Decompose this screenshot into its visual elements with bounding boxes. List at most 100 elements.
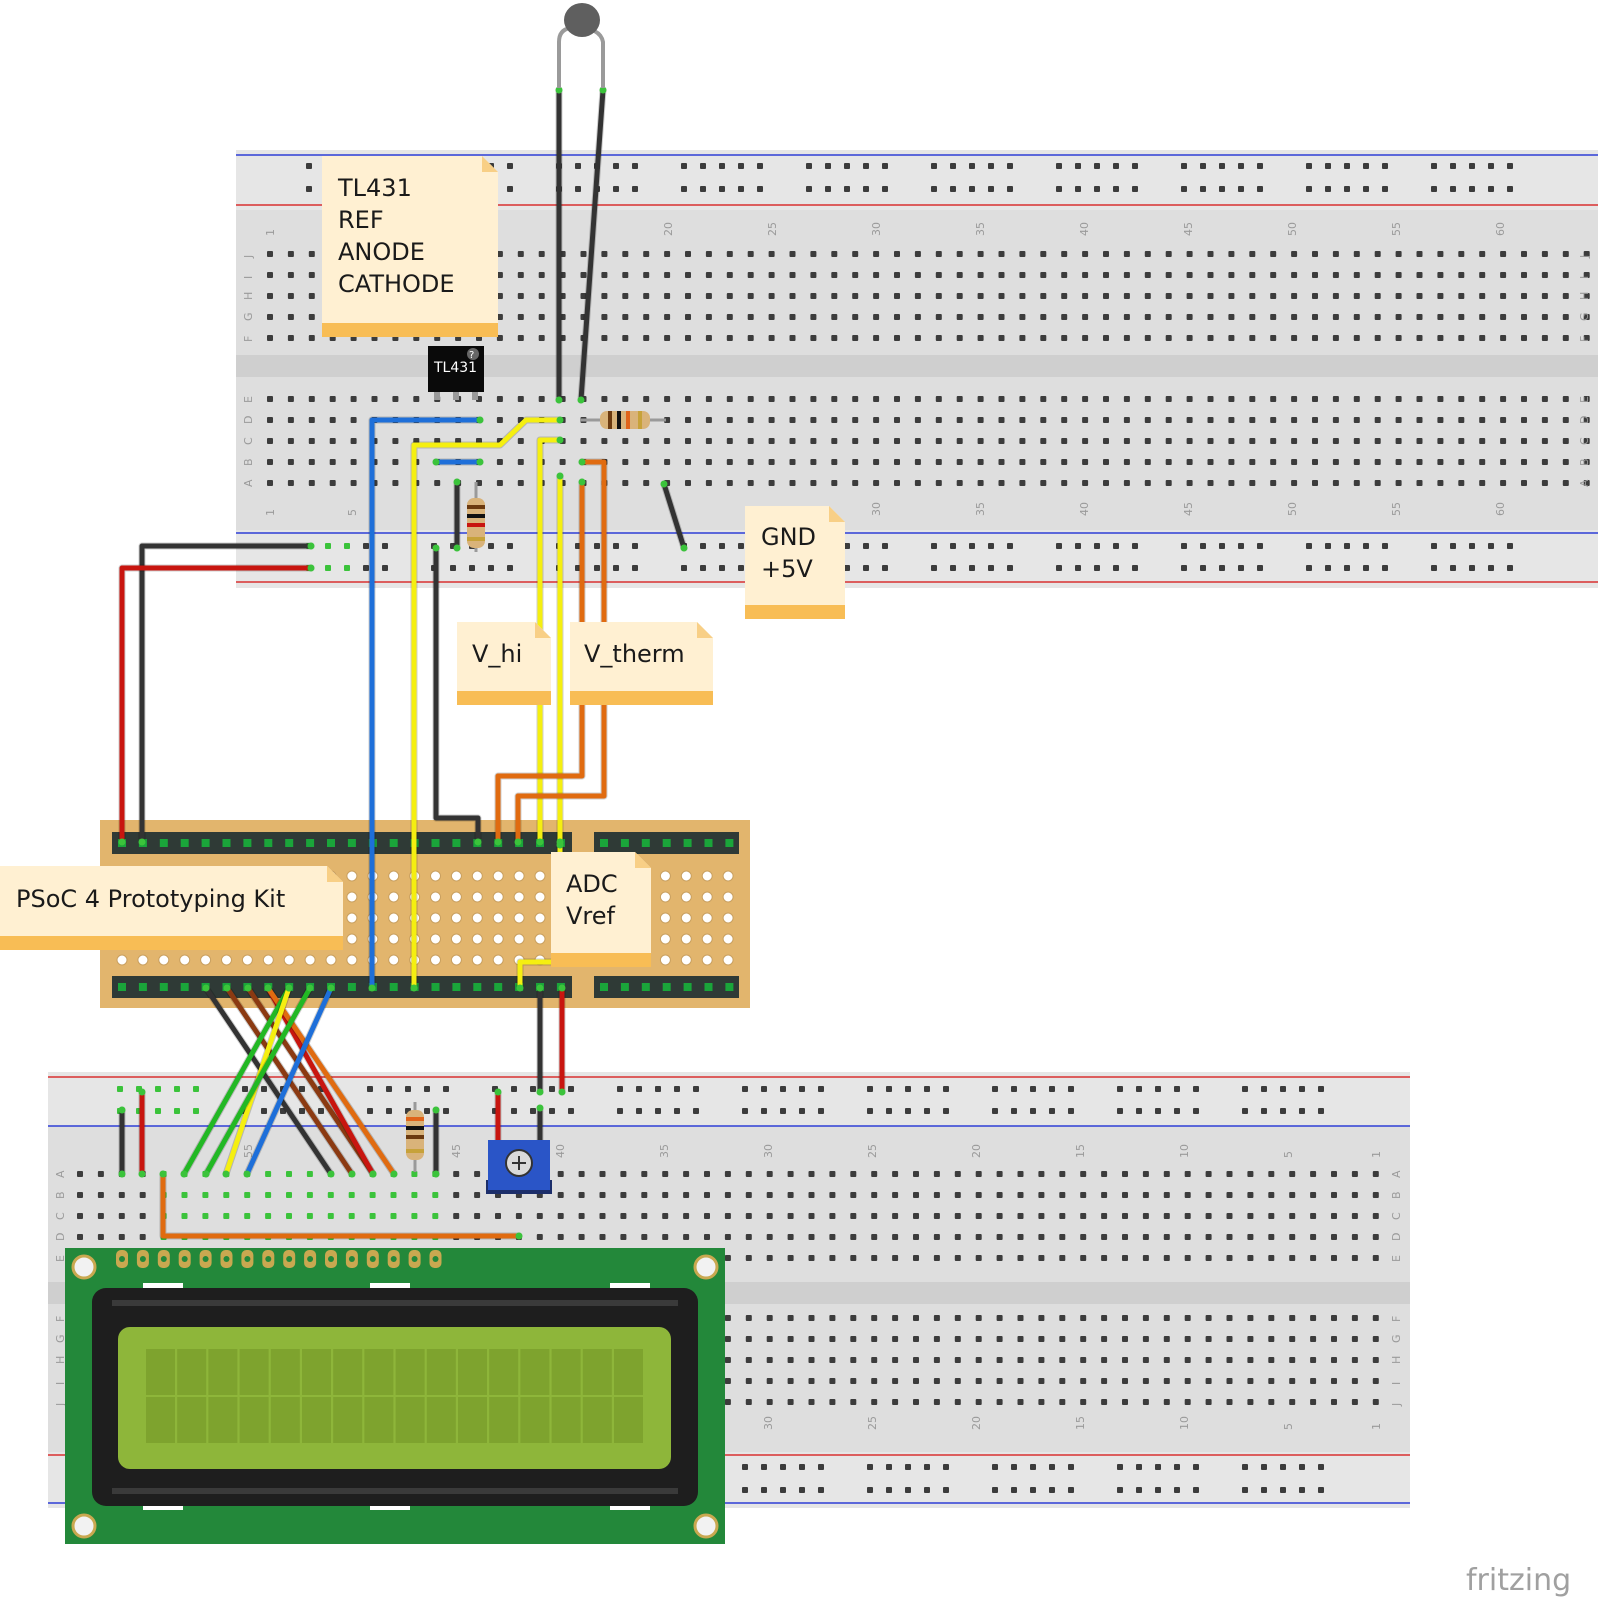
breadboard-hole xyxy=(1247,1213,1254,1219)
breadboard-hole xyxy=(1019,293,1026,299)
breadboard-hole xyxy=(1165,459,1172,465)
breadboard-hole xyxy=(685,314,691,320)
breadboard-hole xyxy=(705,272,712,278)
breadboard-hole xyxy=(831,459,838,465)
breadboard-hole xyxy=(787,1399,794,1405)
breadboard-hole xyxy=(935,417,942,423)
note-text: V_therm xyxy=(584,640,685,668)
wire-endpoint xyxy=(159,1170,167,1178)
breadboard-hole xyxy=(622,293,629,299)
lcd-cell xyxy=(177,1397,207,1443)
breadboard-hole xyxy=(1583,438,1590,444)
breadboard-hole xyxy=(818,1086,824,1092)
breadboard-hole xyxy=(1583,251,1590,257)
breadboard-hole xyxy=(557,1213,564,1219)
breadboard-hole xyxy=(1103,438,1109,444)
row-letter: H xyxy=(54,1356,67,1364)
breadboard-hole xyxy=(308,272,315,278)
breadboard-hole xyxy=(747,251,754,257)
breadboard-hole xyxy=(787,1255,794,1261)
breadboard-hole xyxy=(799,1086,805,1092)
breadboard-hole xyxy=(1351,1336,1358,1342)
breadboard-hole xyxy=(1122,1336,1128,1342)
breadboard-hole xyxy=(761,1086,767,1092)
breadboard-hole xyxy=(1122,1378,1128,1384)
breadboard-hole xyxy=(780,1108,786,1114)
breadboard-hole xyxy=(1261,1464,1267,1470)
breadboard-hole xyxy=(969,543,975,549)
breadboard-hole xyxy=(1488,543,1494,549)
breadboard-hole xyxy=(1331,1315,1337,1321)
breadboard-hole xyxy=(683,1213,690,1219)
breadboard-hole xyxy=(1541,480,1548,486)
header-pad xyxy=(431,839,440,847)
breadboard-hole xyxy=(844,543,850,549)
breadboard-hole xyxy=(1017,1357,1024,1363)
breadboard-hole xyxy=(1500,251,1507,257)
breadboard-hole xyxy=(1144,335,1151,341)
breadboard-hole xyxy=(1163,1399,1170,1405)
breadboard-hole xyxy=(1521,251,1527,257)
lcd-cell xyxy=(551,1349,581,1395)
breadboard-hole xyxy=(1226,1336,1233,1342)
breadboard-hole xyxy=(705,438,712,444)
breadboard-hole xyxy=(956,314,963,320)
wire-endpoint xyxy=(660,480,668,488)
breadboard-hole xyxy=(1184,1357,1191,1363)
breadboard-hole xyxy=(1395,251,1402,257)
breadboard-hole xyxy=(1219,163,1225,169)
breadboard-hole xyxy=(306,1213,313,1219)
note-text: ANODE xyxy=(338,238,425,266)
breadboard-hole xyxy=(1205,1234,1212,1240)
breadboard-hole xyxy=(882,565,888,571)
breadboard-hole xyxy=(1469,565,1475,571)
breadboard-hole xyxy=(1186,417,1193,423)
breadboard-hole xyxy=(1261,1108,1267,1114)
breadboard-hole xyxy=(1238,565,1244,571)
breadboard-hole xyxy=(850,1378,857,1384)
breadboard-hole xyxy=(1075,163,1081,169)
breadboard-hole xyxy=(810,251,817,257)
breadboard-hole xyxy=(894,314,900,320)
breadboard-hole xyxy=(1562,335,1569,341)
breadboard-hole xyxy=(1458,480,1465,486)
breadboard-hole xyxy=(768,251,775,257)
breadboard-hole xyxy=(1562,251,1569,257)
header-pad xyxy=(452,839,461,847)
proto-pad xyxy=(701,870,713,882)
breadboard-hole xyxy=(1353,335,1360,341)
breadboard-hole xyxy=(810,417,817,423)
breadboard-hole xyxy=(975,1192,982,1198)
breadboard-hole xyxy=(1082,293,1089,299)
lcd-cell xyxy=(146,1349,175,1395)
breadboard-hole xyxy=(745,1336,752,1342)
breadboard-hole xyxy=(1521,293,1527,299)
breadboard-hole xyxy=(1458,396,1465,402)
breadboard-hole xyxy=(601,335,608,341)
breadboard-hole xyxy=(632,186,638,192)
breadboard-hole xyxy=(1059,1255,1066,1261)
potentiometer xyxy=(486,1140,552,1194)
breadboard-hole xyxy=(954,1336,961,1342)
breadboard-hole xyxy=(1458,272,1465,278)
breadboard-hole xyxy=(956,417,963,423)
column-number: 35 xyxy=(974,502,987,516)
wire-endpoint xyxy=(327,984,335,992)
breadboard-hole xyxy=(578,1213,585,1219)
breadboard-hole xyxy=(1205,1192,1212,1198)
row-letter: E xyxy=(242,396,255,403)
breadboard-hole xyxy=(700,186,706,192)
breadboard-hole xyxy=(1416,459,1423,465)
lcd-cell xyxy=(395,1349,425,1395)
breadboard-hole xyxy=(1181,543,1187,549)
breadboard-hole xyxy=(350,417,357,423)
breadboard-hole xyxy=(1395,396,1402,402)
breadboard-hole xyxy=(1291,438,1298,444)
breadboard-hole xyxy=(308,417,315,423)
breadboard-hole xyxy=(1331,1336,1337,1342)
wire-black xyxy=(661,481,687,551)
lcd-bezel-line xyxy=(112,1300,678,1306)
breadboard-hole xyxy=(474,1171,481,1177)
row-letter: D xyxy=(1390,1233,1403,1241)
breadboard-hole xyxy=(1080,1357,1087,1363)
